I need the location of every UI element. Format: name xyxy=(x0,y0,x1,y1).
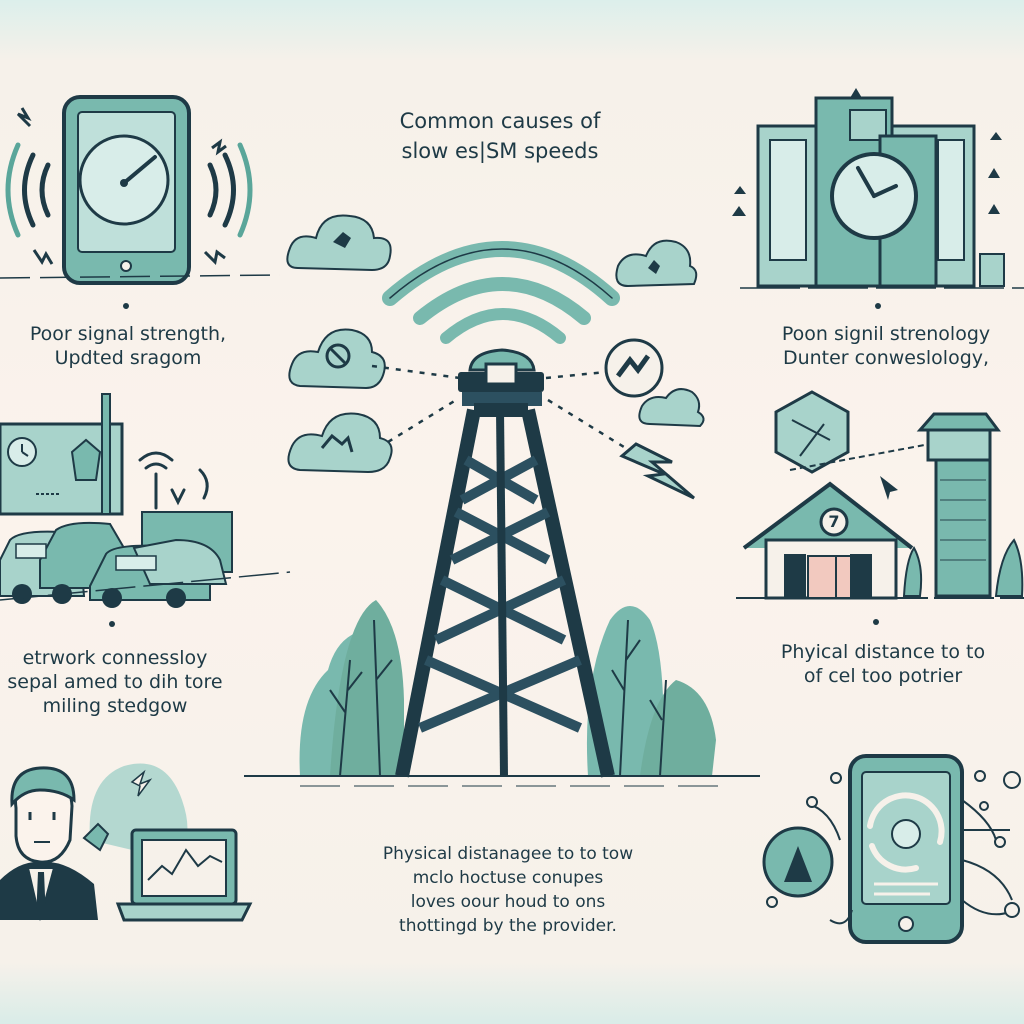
cloud-icon xyxy=(287,412,393,474)
house-badge-number: 7 xyxy=(828,512,840,531)
building-clock-icon xyxy=(756,88,1005,288)
network-node-icon xyxy=(762,826,834,898)
spark-icon xyxy=(16,107,32,128)
wifi-small-icon xyxy=(138,451,209,510)
bullet-dot xyxy=(123,303,129,309)
caption-top-right: Poon signil strenology Dunter conweslolo… xyxy=(748,322,1024,370)
caption-line: etrwork connessloy xyxy=(22,647,208,669)
spark-icon xyxy=(32,249,54,265)
caption-line: Poor signal strength, xyxy=(29,323,227,345)
person-icon xyxy=(0,766,98,921)
house-icon xyxy=(742,481,914,600)
arrow-icon xyxy=(988,132,1002,214)
cloud-icon xyxy=(288,328,386,390)
node-dot-icon xyxy=(766,770,1021,918)
arrow-icon xyxy=(732,186,746,216)
lightning-bolt-icon xyxy=(619,442,695,500)
title-line: Common causes of xyxy=(399,109,601,133)
bullet-dot xyxy=(873,619,879,625)
cell-tower-icon xyxy=(395,348,615,778)
caption-line: mclo hoctuse conupes xyxy=(412,868,604,888)
watchtower-icon xyxy=(916,412,1001,598)
caption-mid-left: etrwork connessloy sepal amed to dih tor… xyxy=(0,646,240,718)
wifi-waves-icon xyxy=(382,241,620,344)
caption-line: Updted sragom xyxy=(54,347,202,369)
caption-line: Phyical distance to to xyxy=(780,641,986,663)
caption-top-left: Poor signal strength, Updted sragom xyxy=(0,322,256,370)
laptop-chart-icon xyxy=(115,828,253,922)
smartphone-speedometer-icon xyxy=(62,95,191,285)
ground-line xyxy=(0,571,291,601)
connector-lines xyxy=(789,443,931,471)
title-line: slow es|SM speeds xyxy=(401,139,599,163)
caption-line: of cel too potrier xyxy=(803,665,963,687)
page-title: Common causes of slow es|SM speeds xyxy=(340,106,660,166)
caption-line: sepal amed to dih tore xyxy=(7,671,223,693)
cars-traffic-icon xyxy=(0,511,233,608)
cursor-icon xyxy=(880,476,898,500)
caption-mid-right: Phyical distance to to of cel too potrie… xyxy=(752,640,1014,688)
map-pin-icon xyxy=(774,390,850,474)
caption-line: loves oour houd to ons xyxy=(410,892,606,912)
connector-lines xyxy=(371,364,633,454)
caption-line: Dunter conweslology, xyxy=(782,347,990,369)
billboard-icon xyxy=(0,393,124,516)
bullet-dot xyxy=(875,303,881,309)
bullet-dot xyxy=(109,621,115,627)
caption-bottom-center: Physical distanagee to to tow mclo hoctu… xyxy=(332,842,684,938)
tree-icon xyxy=(902,538,1024,597)
caption-line: Poon signil strenology xyxy=(781,323,991,345)
blocked-signal-icon xyxy=(604,338,664,398)
cloud-icon xyxy=(638,388,705,428)
caption-line: Physical distanagee to to tow xyxy=(382,844,634,864)
tree-branches xyxy=(329,619,667,777)
smartphone-loading-icon xyxy=(848,754,964,944)
spark-icon xyxy=(203,249,226,266)
cloud-icon xyxy=(615,239,698,288)
ground-line xyxy=(0,274,281,279)
caption-line: thottingd by the provider. xyxy=(399,916,617,936)
signal-waves-right-icon xyxy=(207,142,253,238)
spark-icon xyxy=(211,138,227,156)
caption-line: miling stedgow xyxy=(42,695,188,717)
signal-waves-left-icon xyxy=(5,142,51,238)
cloud-icon xyxy=(286,214,392,272)
